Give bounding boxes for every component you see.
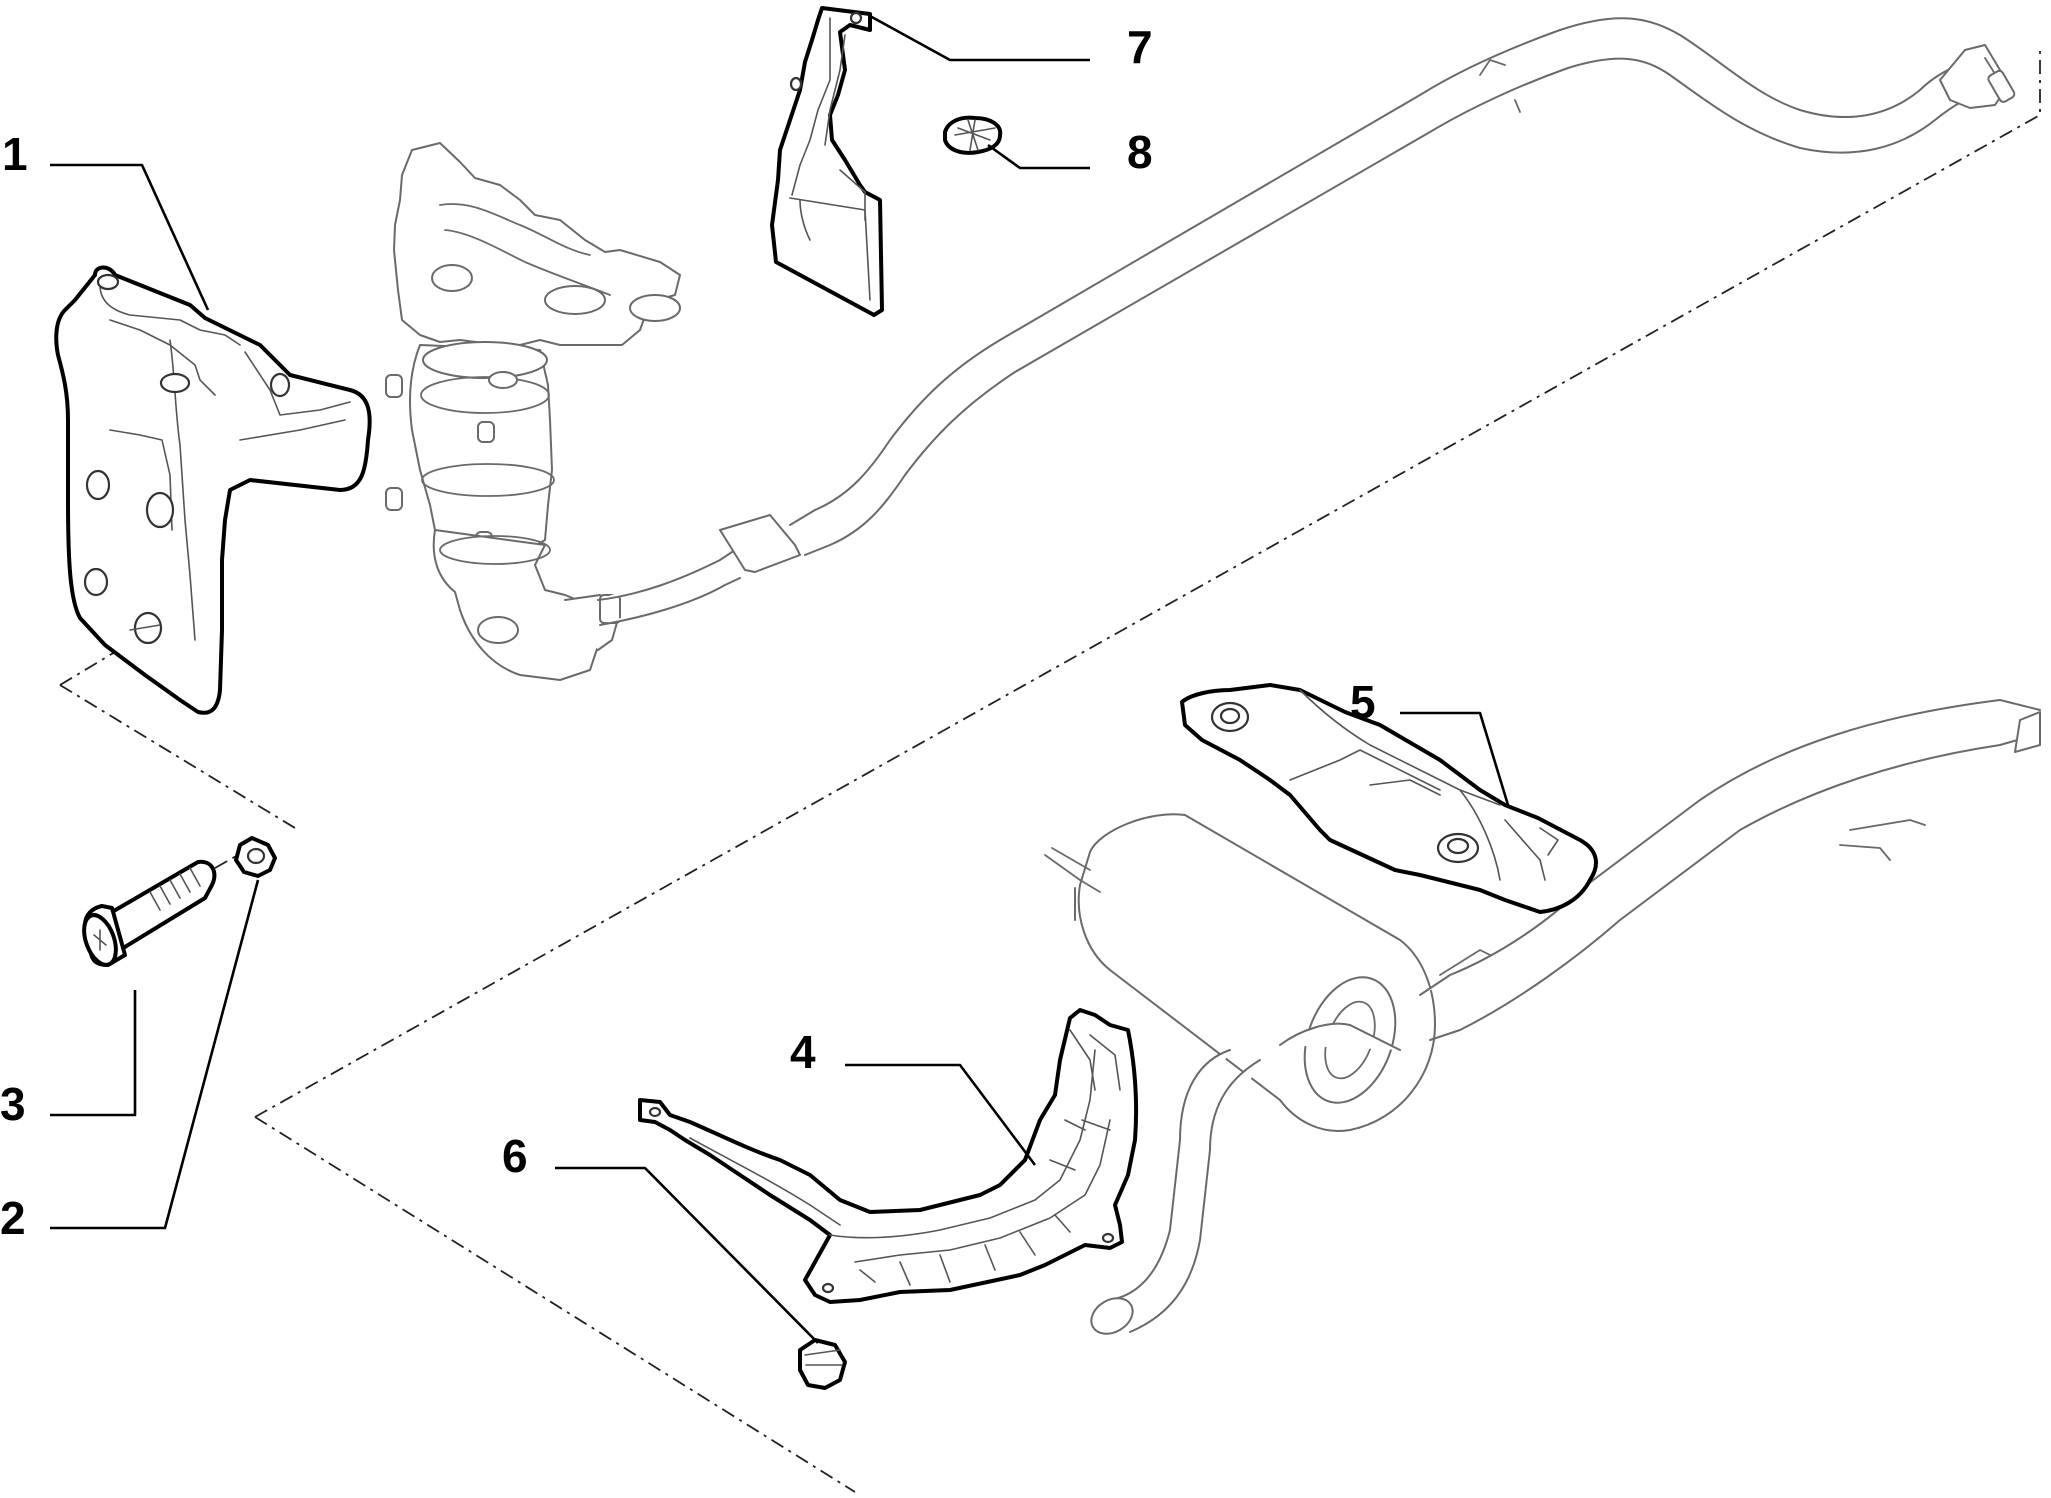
callout-3: 3: [0, 1078, 26, 1130]
callout-2: 2: [0, 1192, 26, 1244]
tunnel-heat-shield: [638, 1008, 1139, 1304]
callout-numbers: 1 2 3 4 5 6 7 8: [0, 21, 1376, 1244]
callout-5: 5: [1350, 676, 1376, 728]
callout-8: 8: [1127, 126, 1153, 178]
rear-silencer: [1044, 699, 2041, 1335]
assembly-boundary-lines: [59, 50, 2041, 1493]
front-exhaust-pipe: [597, 17, 2016, 626]
silencer-heat-shield: [1180, 683, 1598, 914]
clip: [943, 115, 1003, 155]
nut: [234, 836, 277, 878]
bolt: [82, 859, 217, 967]
callout-6: 6: [502, 1130, 528, 1182]
callout-4: 4: [790, 1026, 816, 1078]
leader-lines: [50, 14, 1510, 1344]
manifold-heat-shield: [54, 265, 372, 715]
exhaust-manifold-catalyst: [385, 142, 681, 681]
nut-lower: [798, 1338, 847, 1390]
bracket: [770, 6, 884, 317]
callout-1: 1: [2, 128, 28, 180]
callout-7: 7: [1127, 21, 1153, 73]
